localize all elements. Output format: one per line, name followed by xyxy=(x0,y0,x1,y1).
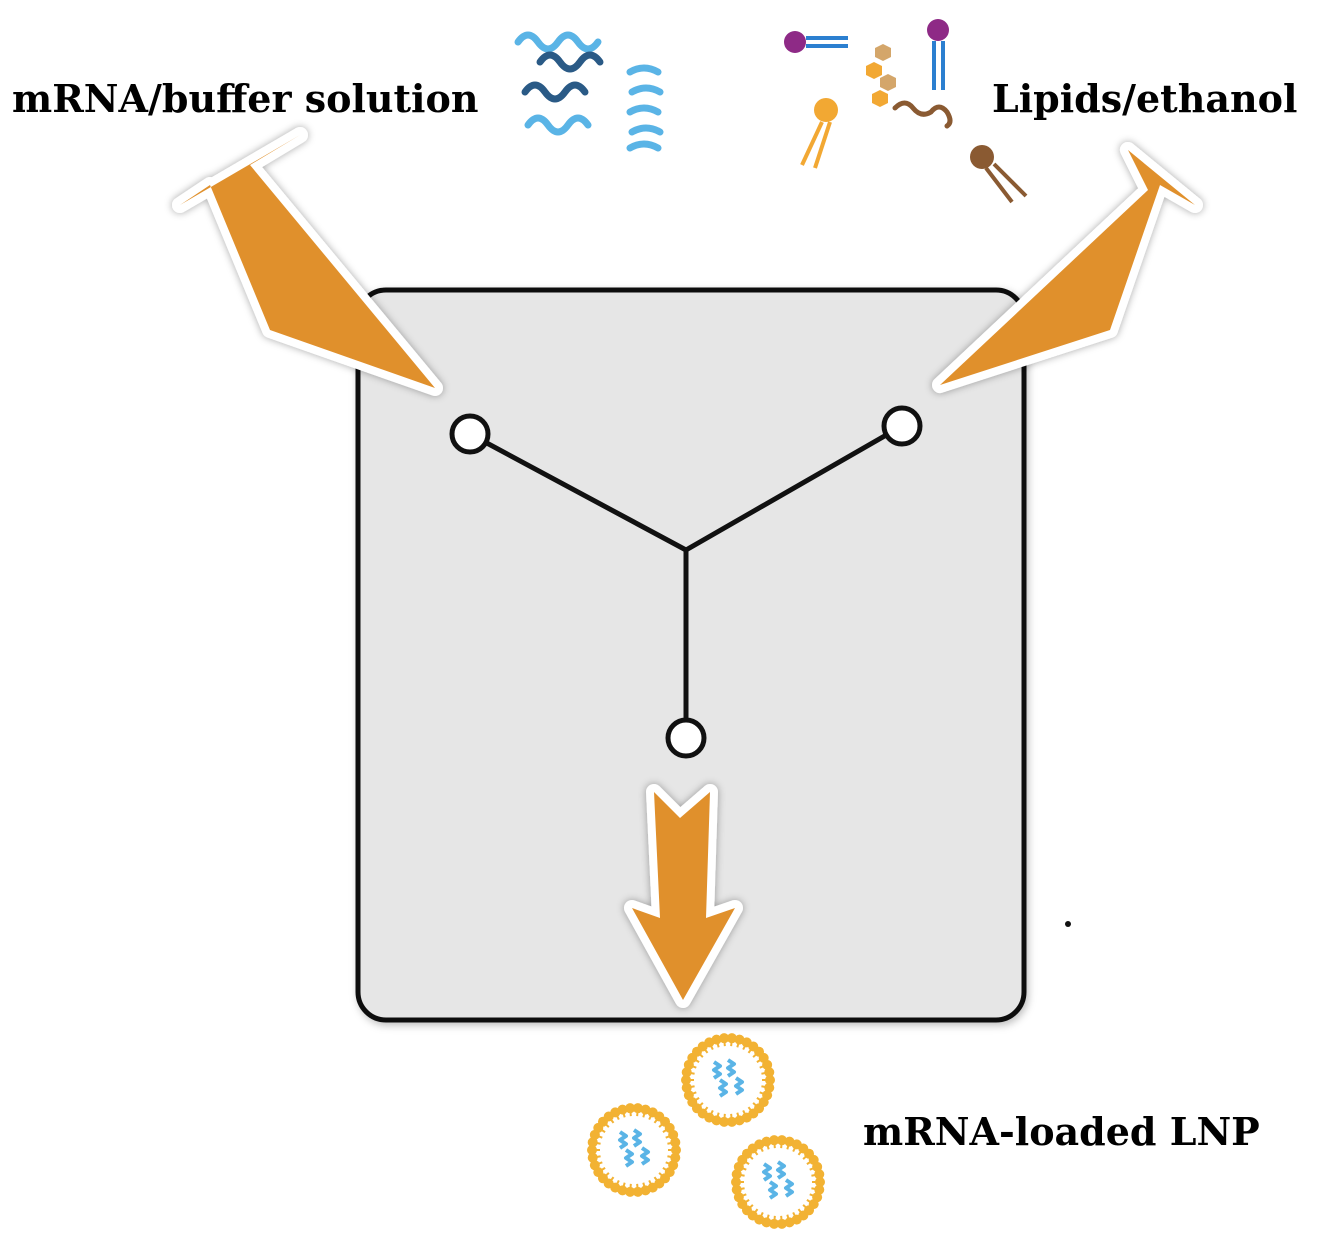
lipid-nanoparticle-icon xyxy=(587,1033,825,1229)
rna-helix-icon xyxy=(514,31,664,152)
y-junction-channel xyxy=(467,423,905,741)
microfluidic-chip xyxy=(355,287,1027,1023)
inlet-right xyxy=(881,405,923,447)
arrow-left-inlet xyxy=(172,127,443,396)
lipid-molecule-icon xyxy=(784,19,1028,204)
lnp-particle xyxy=(731,1135,825,1229)
output-label: mRNA-loaded LNP xyxy=(863,1109,1260,1154)
arrow-right-inlet xyxy=(932,142,1203,393)
outlet xyxy=(665,717,707,759)
input-left-label: mRNA/buffer solution xyxy=(12,76,478,121)
inlet-left xyxy=(449,413,491,455)
lnp-particle xyxy=(587,1103,681,1197)
input-right-label: Lipids/ethanol xyxy=(992,76,1297,121)
arrow-outlet xyxy=(624,784,743,1008)
lnp-particle xyxy=(681,1033,775,1127)
stray-dot xyxy=(1065,921,1071,927)
